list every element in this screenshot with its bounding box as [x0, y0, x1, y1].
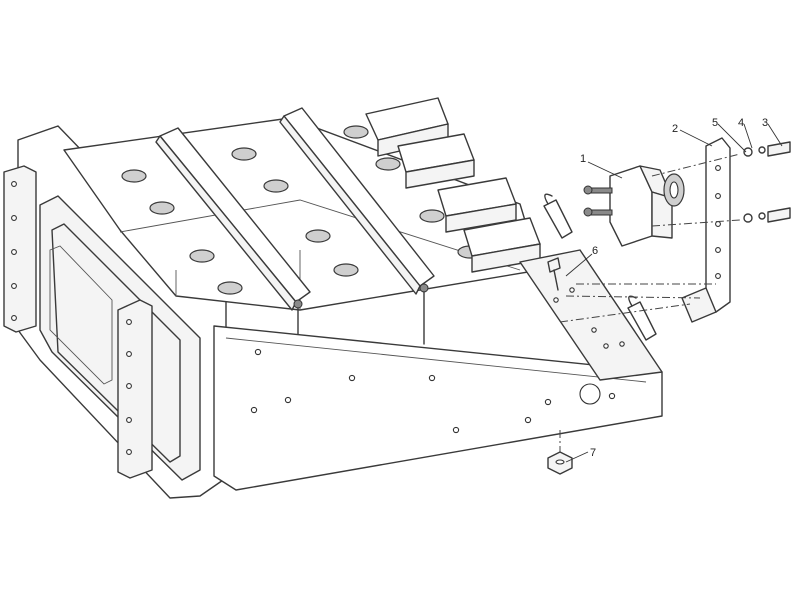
side-plate	[213, 325, 663, 491]
callout-6: 6	[592, 245, 598, 257]
assembly-lines	[559, 153, 741, 323]
bolt-part-6	[547, 257, 561, 291]
callout-3: 3	[762, 117, 768, 129]
callout-leaders	[565, 123, 783, 463]
callout-4: 4	[738, 117, 744, 129]
terminal-connectors	[365, 97, 541, 273]
callout-7: 7	[590, 447, 596, 459]
callout-2: 2	[672, 123, 678, 135]
battery-terminals	[121, 125, 483, 295]
base-tray	[519, 249, 663, 381]
left-end-frame	[3, 125, 227, 499]
hold-down-rails	[155, 107, 435, 345]
callout-1: 1	[580, 153, 586, 165]
callout-labels: 1 2 3 4 5 6 7	[580, 117, 768, 459]
nut-part-7	[547, 430, 573, 475]
callout-5: 5	[712, 117, 718, 129]
battery-switch-part-1	[583, 165, 685, 247]
bracket-part-2	[681, 137, 731, 323]
fasteners-parts-3-4-5	[743, 141, 791, 223]
